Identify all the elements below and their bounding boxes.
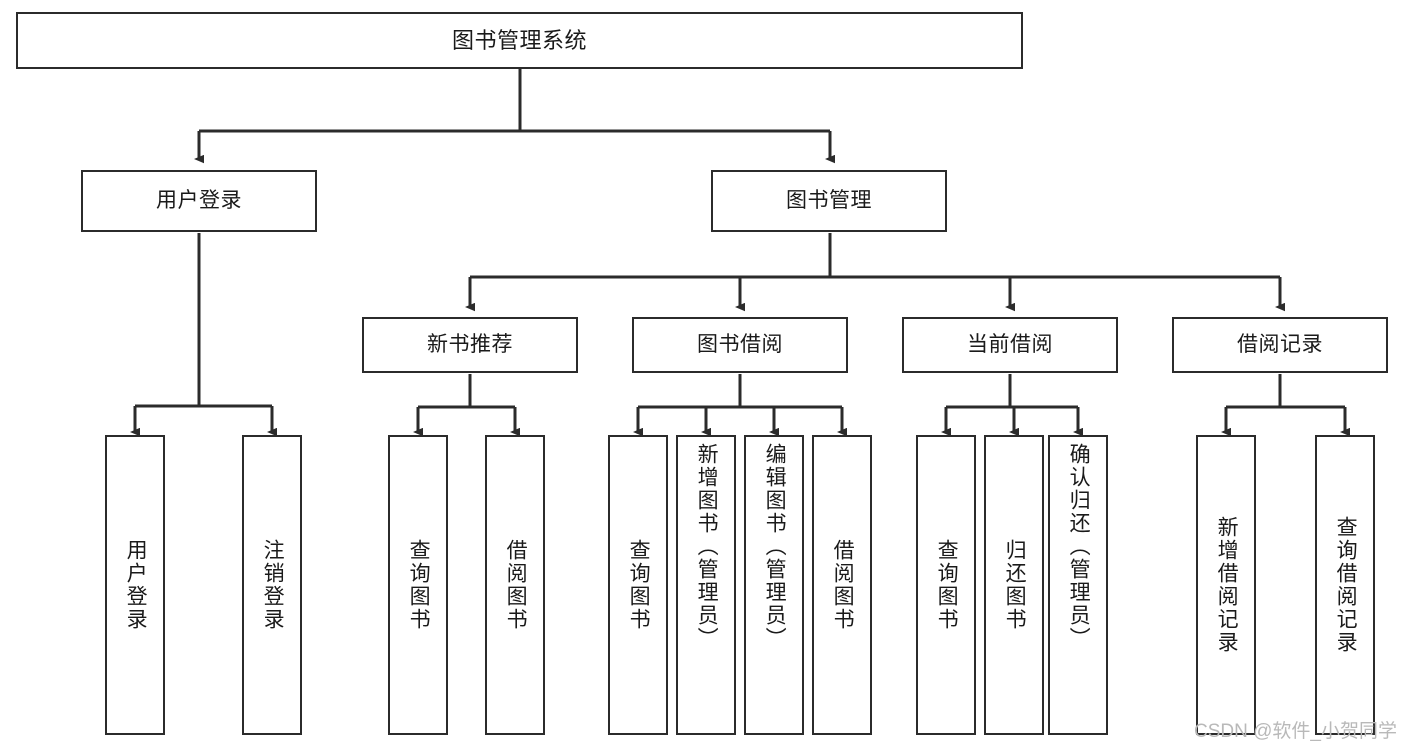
node-borrow-record[interactable]: 借阅记录 xyxy=(1172,317,1388,373)
node-new-book-recommend[interactable]: 新书推荐 xyxy=(362,317,578,373)
node-book-management[interactable]: 图书管理 xyxy=(711,170,947,232)
node-leaf-logout[interactable]: 注销登录 xyxy=(242,435,302,735)
node-label: 借阅图书 xyxy=(504,539,528,631)
node-book-borrow[interactable]: 图书借阅 xyxy=(632,317,848,373)
node-label: 用户登录 xyxy=(156,188,242,212)
node-leaf-query-borrow-record[interactable]: 查询借阅记录 xyxy=(1315,435,1375,735)
node-label: 图书管理系统 xyxy=(451,27,587,53)
node-leaf-confirm-return-admin[interactable]: 确认归还（管理员） xyxy=(1048,435,1108,735)
node-label: 归还图书 xyxy=(1003,539,1027,631)
node-leaf-borrow-book-recommend[interactable]: 借阅图书 xyxy=(485,435,545,735)
node-label: 图书管理 xyxy=(786,188,872,212)
node-label: 注销登录 xyxy=(261,539,285,631)
node-leaf-edit-book-admin[interactable]: 编辑图书（管理员） xyxy=(744,435,804,735)
node-label: 借阅记录 xyxy=(1237,332,1323,356)
node-leaf-borrow-book[interactable]: 借阅图书 xyxy=(812,435,872,735)
node-label: 新增图书（管理员） xyxy=(695,443,719,650)
node-leaf-query-book-borrow[interactable]: 查询图书 xyxy=(608,435,668,735)
node-root-book-management-system[interactable]: 图书管理系统 xyxy=(16,12,1023,69)
node-leaf-query-book-current[interactable]: 查询图书 xyxy=(916,435,976,735)
node-label: 当前借阅 xyxy=(967,332,1053,356)
node-leaf-add-book-admin[interactable]: 新增图书（管理员） xyxy=(676,435,736,735)
node-label: 用户登录 xyxy=(124,539,148,631)
node-label: 查询借阅记录 xyxy=(1334,516,1358,654)
node-label: 查询图书 xyxy=(935,539,959,631)
node-leaf-add-borrow-record[interactable]: 新增借阅记录 xyxy=(1196,435,1256,735)
node-leaf-user-login[interactable]: 用户登录 xyxy=(105,435,165,735)
node-label: 借阅图书 xyxy=(831,539,855,631)
node-label: 图书借阅 xyxy=(697,332,783,356)
node-user-login[interactable]: 用户登录 xyxy=(81,170,317,232)
node-label: 查询图书 xyxy=(627,539,651,631)
node-label: 编辑图书（管理员） xyxy=(763,443,787,650)
node-current-borrow[interactable]: 当前借阅 xyxy=(902,317,1118,373)
node-label: 查询图书 xyxy=(407,539,431,631)
node-label: 确认归还（管理员） xyxy=(1067,443,1091,650)
node-label: 新书推荐 xyxy=(427,332,513,356)
node-leaf-return-book[interactable]: 归还图书 xyxy=(984,435,1044,735)
node-label: 新增借阅记录 xyxy=(1215,516,1239,654)
node-leaf-query-book-recommend[interactable]: 查询图书 xyxy=(388,435,448,735)
